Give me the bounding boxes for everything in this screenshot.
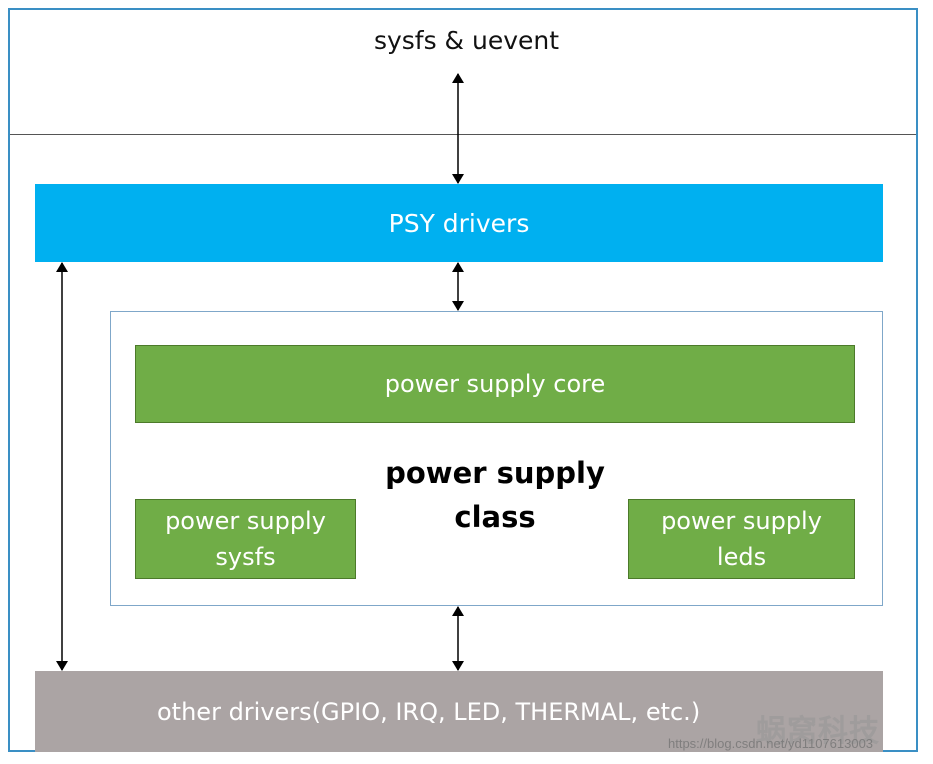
- psy-drivers-label: PSY drivers: [388, 208, 530, 238]
- class-title-line2: class: [454, 499, 536, 534]
- leds-label-line1: power supply: [661, 507, 822, 535]
- sysfs-label-line1: power supply: [165, 507, 326, 535]
- sysfs-uevent-label: sysfs & uevent: [373, 26, 560, 55]
- leds-label-line2: leds: [716, 543, 767, 571]
- power-supply-class-title: power supply class: [380, 452, 610, 539]
- class-title-line1: power supply: [385, 456, 605, 490]
- watermark-logo: 蜗窝科技: [756, 714, 880, 749]
- power-supply-core-box: power supply core: [135, 345, 855, 423]
- power-supply-core-label: power supply core: [384, 370, 606, 398]
- watermark-url: https://blog.csdn.net/yd1107613003: [668, 736, 874, 751]
- other-drivers-box: other drivers(GPIO, IRQ, LED, THERMAL, e…: [35, 671, 883, 752]
- power-supply-leds-box: power supply leds: [628, 499, 855, 579]
- other-drivers-label: other drivers(GPIO, IRQ, LED, THERMAL, e…: [157, 697, 701, 726]
- sysfs-label-line2: sysfs: [215, 543, 276, 571]
- power-supply-sysfs-box: power supply sysfs: [135, 499, 356, 579]
- psy-drivers-box: PSY drivers: [35, 184, 883, 262]
